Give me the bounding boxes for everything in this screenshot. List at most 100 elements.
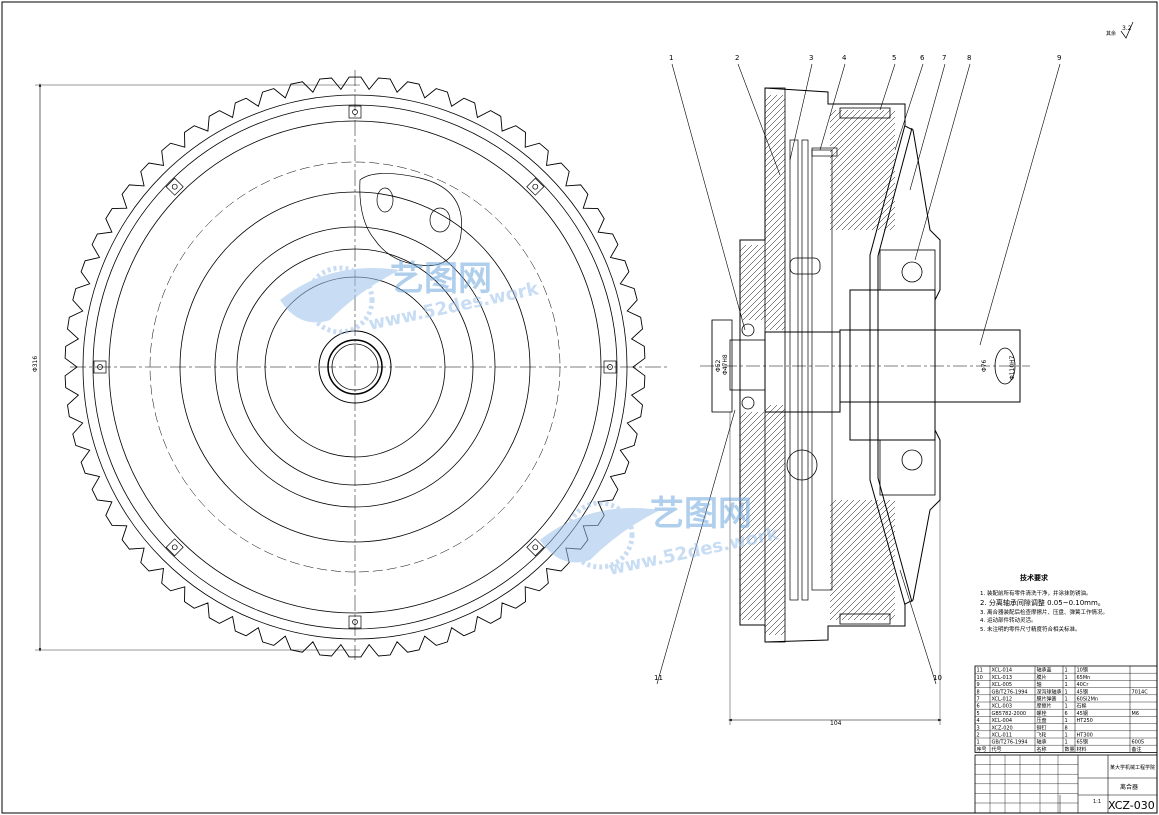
hatch-line (764, 302, 786, 324)
bolt-hole (352, 109, 358, 115)
hatch-line (829, 512, 896, 579)
bolt-hole (97, 364, 103, 370)
hatch-line (764, 308, 786, 330)
bom-cell-material: 45钢 (1077, 710, 1088, 717)
hatch-line (829, 109, 843, 123)
bom-cell-no: 1 (977, 740, 980, 746)
hatch-line (764, 498, 786, 520)
hatch-line (764, 582, 786, 604)
leader-line (656, 409, 736, 685)
bolt-hole (171, 183, 178, 190)
hatch-line (739, 244, 765, 270)
hatch-line (764, 594, 786, 616)
callout-4: 4 (842, 54, 847, 62)
hatch-line (829, 506, 896, 573)
bom-cell-qty: 1 (1065, 733, 1068, 739)
leader-line (737, 63, 781, 176)
hatch-line (764, 94, 784, 114)
requirement-4: 4. 运动部件转动灵活。 (980, 616, 1037, 624)
hatch-line (764, 128, 786, 150)
hatch-line (871, 596, 896, 621)
bom-cell-code: GB/T276-1994 (992, 689, 1028, 695)
bolt-hole (171, 544, 178, 551)
hatch-line (764, 516, 786, 538)
hatch-line (829, 110, 896, 177)
hatch-line (764, 122, 786, 144)
requirement-2: 2. 分离轴承间隙调整 0.05~0.10mm。 (980, 598, 1105, 607)
bolt-hole (532, 544, 539, 551)
drawing-number: XCZ-030 (1108, 799, 1155, 812)
dim-bore-left: Φ47H8 (722, 354, 729, 375)
hatch-line (764, 540, 786, 562)
hatch-line (829, 499, 885, 555)
hatch-line (739, 572, 766, 599)
hatch-line (748, 303, 766, 321)
bolt-slot (93, 360, 107, 374)
hatch-line (764, 224, 786, 246)
hatch-line (764, 426, 786, 448)
hatch-line (829, 128, 896, 195)
hatch-line (829, 499, 843, 513)
hatch-line (877, 212, 896, 231)
bom-cell-no: 7 (977, 697, 980, 703)
hatch-line (764, 492, 786, 514)
hatch-line (754, 309, 766, 321)
callout-10: 10 (933, 674, 942, 682)
bom-cell-qty: 1 (1065, 675, 1068, 681)
hatch-line (829, 109, 873, 153)
hatch-line (739, 261, 766, 288)
bom-cell-code: GB/T276-1994 (992, 740, 1028, 746)
hatch-line (877, 602, 896, 621)
hatch-line (764, 420, 786, 442)
hatch-line (739, 244, 747, 252)
hatch-line (829, 499, 855, 525)
cutaway-detail (359, 173, 462, 267)
roughness-symbol: 其余 3.2 (1106, 21, 1134, 39)
hatch-line (889, 224, 896, 231)
hatch-line (829, 499, 861, 531)
bom-cell-qty: 1 (1065, 668, 1068, 674)
hatch-line (859, 194, 896, 231)
hatch-line (764, 588, 786, 610)
hatch-line (764, 296, 786, 318)
bom-cell-no: 3 (977, 725, 980, 731)
hatch-line (739, 244, 753, 258)
hatch-line (829, 548, 896, 615)
hatch-line (853, 188, 896, 231)
bom-cell-no: 4 (977, 718, 980, 724)
hatch-line (764, 170, 786, 192)
hatch-line (764, 414, 786, 436)
hatch-line (764, 558, 786, 580)
hatch-line (829, 109, 879, 159)
hatch-line (829, 530, 896, 597)
callout-11: 11 (654, 674, 663, 682)
hatch-line (760, 315, 766, 321)
leader-line (914, 63, 971, 261)
hatch-line (739, 476, 766, 503)
hatch-line (764, 432, 786, 454)
hatch-line (764, 218, 786, 240)
drawing-name: 离合器 (1120, 783, 1138, 791)
requirement-3: 3. 离合器装配后检查摩擦片、压盘、弹簧工作情况。 (980, 608, 1108, 616)
hatch-line (764, 266, 786, 288)
hatch-line (764, 248, 786, 270)
bom-cell-material: HT250 (1077, 718, 1093, 724)
hatch-line (829, 536, 896, 603)
watermark-1: 艺图网 www.52des.work (280, 259, 541, 335)
hatch-line (829, 554, 896, 621)
dim-shaft: Φ76 (981, 359, 988, 372)
bom-cell-material: 65Mn (1077, 675, 1091, 681)
hatch-line (829, 134, 896, 201)
hatch-line (764, 522, 786, 544)
hatch-line (764, 576, 786, 598)
bom-cell-qty: 6 (1065, 711, 1068, 717)
hatch-line (764, 194, 786, 216)
dim-overall-length: 104 (830, 720, 842, 727)
bom-cell-name: 膜片弹簧 (1037, 696, 1057, 703)
bom-cell-material: 65钢 (1077, 739, 1088, 746)
hatch-line (865, 590, 896, 621)
hatch-line (764, 408, 786, 430)
